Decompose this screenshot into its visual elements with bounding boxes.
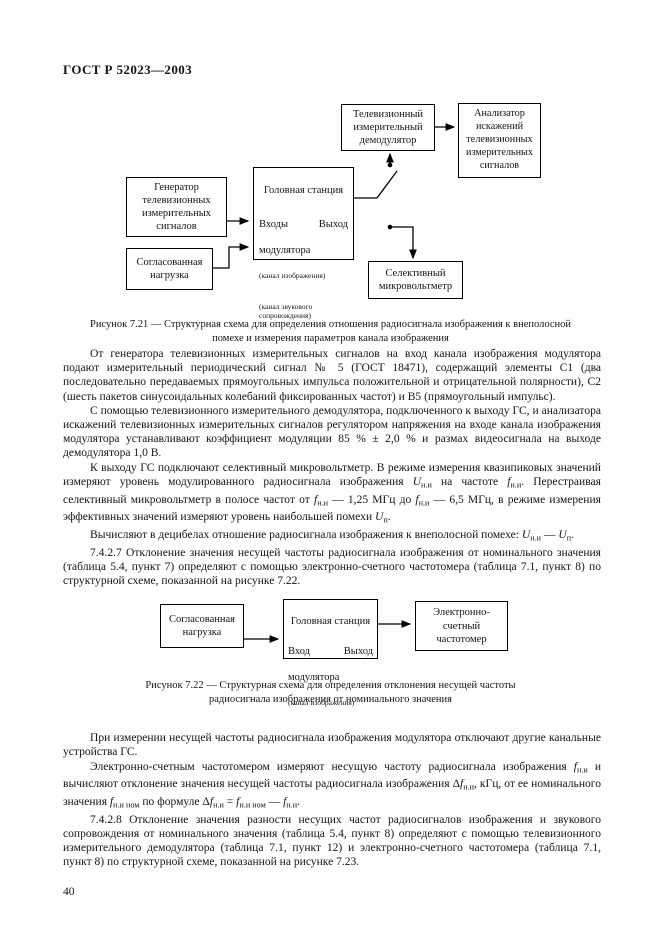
box-voltmeter-label: Селективный микровольтметр [378, 267, 453, 292]
arrow-load-to-headend [213, 243, 250, 269]
box-analyzer-label: Анализатор искажений телевизионных измер… [466, 108, 533, 171]
box-demodulator-label: Телевизионный измерительный демодулятор [352, 108, 424, 147]
headend-inputs-label: Входы [259, 218, 289, 230]
switch-lever [376, 170, 398, 199]
paragraph: При измерении несущей частоты радиосигна… [63, 732, 601, 759]
headend-output-label: Выход [318, 218, 348, 230]
box-frequency-counter: Электронно- счетный частотомер [415, 601, 508, 652]
box-matched-load: Согласованная нагрузка [126, 248, 213, 290]
paragraph: 7.4.2.7 Отклонение значения несущей част… [63, 546, 601, 588]
headend-title: Головная станция [263, 185, 344, 197]
paragraph: 7.4.2.8 Отклонение значения разности нес… [63, 813, 601, 869]
paragraph: С помощью телевизионного измерительного … [63, 404, 601, 460]
figure-7-21: Генератор телевизионных измерительных си… [0, 95, 661, 325]
box-analyzer: Анализатор искажений телевизионных измер… [458, 103, 541, 178]
box-matched-load-2: Согласованная нагрузка [160, 604, 244, 649]
box-generator: Генератор телевизионных измерительных си… [126, 177, 227, 237]
figure-7-21-caption: Рисунок 7.21 — Структурная схема для опр… [90, 319, 571, 344]
headend2-modulator-label: модулятора [288, 672, 340, 684]
headend-modulator-label: модулятора [259, 245, 311, 257]
paragraph: К выходу ГС подключают селективный микро… [63, 461, 601, 525]
headend-audio-channel-label: (канал звукового сопровождения) [259, 301, 313, 320]
box-voltmeter: Селективный микровольтметр [368, 261, 463, 299]
box-headend-2: Головная станция Вход Выход модулятора (… [283, 599, 378, 707]
page-number: 40 [63, 885, 75, 898]
arrow-switch-to-voltmeter [390, 226, 417, 260]
box-frequency-counter-label: Электронно- счетный частотомер [433, 607, 490, 645]
switch-contact-lower [387, 224, 393, 230]
headend2-video-channel-label: (канал изображения) [288, 697, 355, 707]
figure-7-22-caption: Рисунок 7.22 — Структурная схема для опр… [145, 680, 516, 705]
body-text-block-2: При измерении несущей частоты радиосигна… [63, 731, 601, 869]
box-demodulator: Телевизионный измерительный демодулятор [341, 104, 435, 151]
headend2-output-label: Выход [343, 645, 373, 657]
paragraph: От генератора телевизионных измерительны… [63, 348, 601, 403]
box-headend: Головная станция Входы Выход модулятора … [253, 167, 354, 320]
paragraph: Электронно-счетным частотомером измеряют… [63, 760, 601, 810]
headend-video-channel-label: (канал изображения) [259, 270, 326, 280]
switch-contact-upper [387, 162, 393, 168]
paragraph: Вычисляют в децибелах отношение радиосиг… [90, 528, 574, 543]
figure-7-22: Согласованная нагрузка Головная станция … [0, 591, 661, 707]
headend2-input-label: Вход [288, 645, 311, 657]
box-generator-label: Генератор телевизионных измерительных си… [142, 181, 211, 233]
box-matched-load-label: Согласованная нагрузка [136, 256, 203, 281]
box-matched-load-2-label: Согласованная нагрузка [168, 614, 236, 639]
body-flow: От генератора телевизионных измерительны… [0, 347, 661, 898]
body-text-block-1: От генератора телевизионных измерительны… [63, 347, 601, 588]
document-header: ГОСТ Р 52023—2003 [63, 62, 193, 77]
headend2-title: Головная станция [290, 616, 371, 628]
